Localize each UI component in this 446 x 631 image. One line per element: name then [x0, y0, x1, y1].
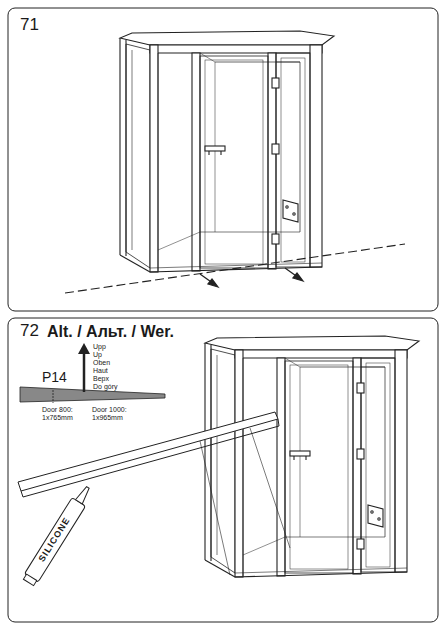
direction-word: Haut: [93, 367, 108, 375]
direction-word: Up: [93, 351, 102, 359]
direction-word: Do góry: [93, 383, 118, 391]
alternative-heading: Alt. / Альт. / Wer.: [47, 323, 174, 341]
dimension-note: Door 1000: 1x965mm: [92, 406, 138, 421]
part-number: P14: [42, 370, 67, 385]
dimension-note: Door 800: 1x765mm: [42, 406, 84, 421]
direction-word: Верх: [93, 375, 109, 383]
step-number: 72: [20, 322, 39, 341]
direction-word: Oben: [93, 359, 110, 367]
step-number: 71: [20, 16, 39, 35]
direction-word: Upp: [93, 343, 106, 351]
tube-label: SILICONE: [37, 516, 72, 564]
